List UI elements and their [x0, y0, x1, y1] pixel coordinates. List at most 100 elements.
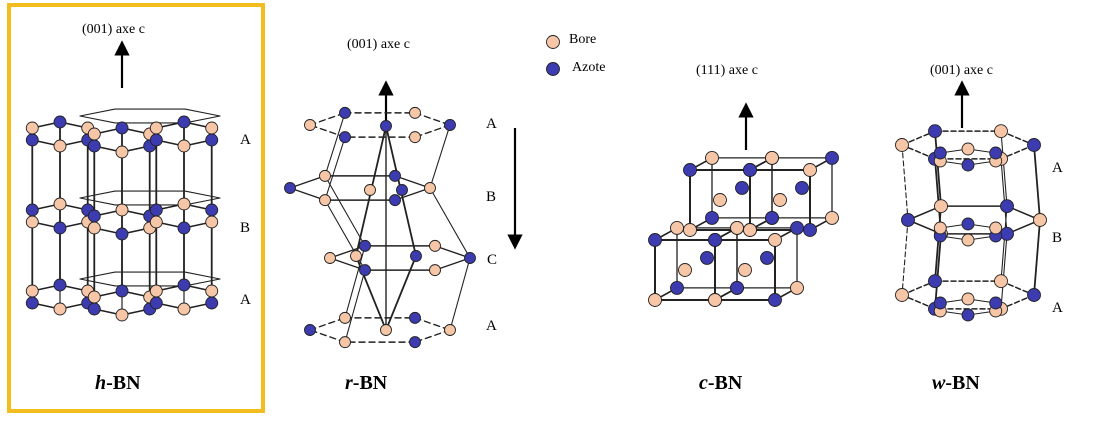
bond: [184, 115, 221, 124]
azote-atom: [790, 220, 804, 235]
azote-atom: [205, 296, 219, 310]
c-bn-axis-label: (111) axe c: [696, 63, 758, 78]
bond: [385, 255, 417, 331]
azote-atom: [205, 133, 219, 147]
azote-atom: [735, 180, 749, 195]
bore-atom: [53, 139, 67, 153]
azote-atom: [409, 336, 421, 349]
w-bn-layer-label: A: [1052, 300, 1063, 316]
azote-atom: [989, 296, 1003, 310]
bore-atom: [319, 194, 331, 207]
bond: [79, 108, 116, 117]
bond: [394, 187, 431, 201]
azote-atom: [825, 150, 839, 165]
azote-atom: [1000, 226, 1014, 241]
bore-atom: [205, 121, 219, 135]
bore-atom: [350, 250, 362, 262]
bond: [901, 280, 936, 296]
r-bn-axis-label: (001) axe c: [347, 37, 410, 52]
azote-atom: [961, 308, 975, 322]
bond: [429, 124, 451, 189]
bore-atom: [743, 223, 757, 237]
bore-atom: [773, 193, 787, 207]
bond: [289, 175, 326, 189]
bond: [1033, 219, 1041, 296]
bore-atom: [683, 223, 697, 237]
azote-atom: [700, 250, 714, 265]
bore-atom: [933, 221, 947, 235]
bore-atom: [713, 193, 727, 207]
legend-bore-label: Bore: [569, 32, 597, 47]
bond: [901, 144, 909, 221]
bond: [184, 271, 221, 280]
azote-atom: [933, 146, 947, 160]
bond: [1033, 144, 1041, 221]
bore-atom: [961, 292, 975, 306]
bore-atom: [424, 182, 436, 194]
bore-atom: [339, 336, 351, 349]
w-bn-layer-label: B: [1052, 230, 1063, 246]
bore-atom: [961, 233, 975, 247]
bore-atom: [1033, 213, 1047, 227]
bore-atom: [825, 210, 839, 225]
bore-atom: [87, 290, 101, 304]
w-bn-layer-label: A: [1052, 160, 1063, 176]
bond: [309, 329, 346, 343]
bore-atom: [205, 284, 219, 298]
azote-atom: [768, 293, 782, 307]
azote-atom: [444, 119, 456, 131]
bore-atom: [444, 324, 456, 336]
bore-atom: [738, 263, 752, 277]
bore-atom: [149, 284, 163, 298]
azote-atom: [115, 284, 129, 298]
bore-atom: [934, 199, 948, 214]
azote-atom: [205, 203, 219, 217]
azote-atom: [803, 223, 817, 237]
bond: [434, 245, 471, 259]
bore-atom: [87, 221, 101, 235]
azote-atom: [989, 146, 1003, 160]
bond: [901, 219, 909, 296]
azote-atom: [409, 311, 421, 324]
azote-atom: [304, 324, 316, 336]
azote-atom: [389, 194, 401, 207]
legend-markers: [546, 35, 560, 76]
azote-atom: [933, 296, 947, 310]
bond: [309, 112, 346, 126]
h-bn-name: h-BN: [95, 372, 141, 394]
azote-atom: [25, 133, 39, 147]
bore-atom: [429, 264, 441, 277]
azote-atom: [284, 182, 296, 194]
azote-atom: [396, 184, 408, 196]
bond: [79, 115, 116, 124]
bond: [289, 187, 326, 201]
azote-atom: [87, 139, 101, 153]
azote-atom: [339, 131, 351, 144]
bore-atom: [25, 121, 39, 135]
bond: [329, 245, 366, 259]
azote-atom: [760, 250, 774, 265]
bond: [934, 130, 942, 208]
bore-atom: [177, 302, 191, 316]
bore-atom: [994, 274, 1008, 289]
bond: [344, 269, 366, 343]
azote-atom: [149, 296, 163, 310]
bond: [184, 190, 221, 199]
azote-atom: [53, 278, 67, 292]
bore-atom: [177, 197, 191, 211]
bore-atom: [994, 124, 1008, 139]
azote-atom: [359, 239, 371, 252]
bond: [449, 257, 471, 331]
azote-atom: [546, 62, 560, 76]
bond: [1000, 233, 1008, 310]
bore-atom: [803, 163, 817, 177]
bore-atom: [319, 169, 331, 182]
bore-atom: [87, 127, 101, 141]
h-bn-layer-label: A: [240, 132, 251, 148]
bore-atom: [53, 197, 67, 211]
bond: [309, 317, 346, 331]
azote-atom: [670, 280, 684, 295]
r-bn-layer-label: C: [487, 252, 498, 268]
azote-atom: [339, 106, 351, 119]
